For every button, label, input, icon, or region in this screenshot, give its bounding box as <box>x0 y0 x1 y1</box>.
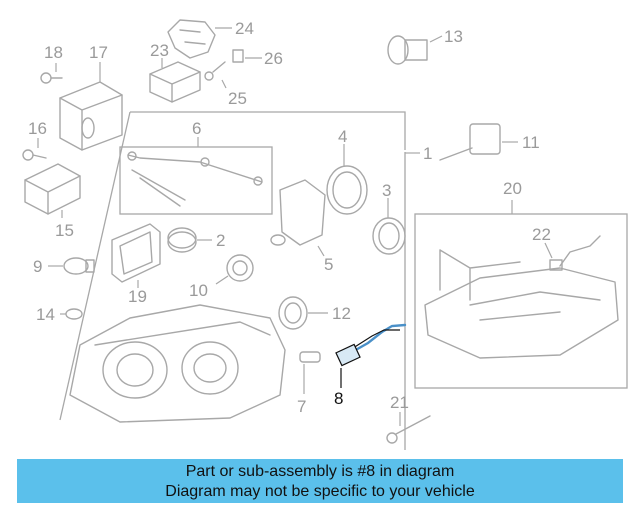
callout-7: 7 <box>297 397 306 416</box>
part-14-grommet <box>60 308 83 320</box>
callout-6: 6 <box>192 119 201 138</box>
subassembly-frame-6 <box>119 146 273 215</box>
part-9-bulb <box>48 257 95 275</box>
part-17-control-unit <box>59 62 123 151</box>
callout-8: 8 <box>334 389 343 408</box>
part-13-bulb <box>387 35 443 65</box>
part-21-bolt <box>386 412 431 444</box>
banner-line-2: Diagram may not be specific to your vehi… <box>165 483 475 500</box>
callout-11: 11 <box>522 133 540 152</box>
callout-21: 21 <box>390 393 409 412</box>
part-18-bolt <box>40 63 63 84</box>
callout-15: 15 <box>55 221 74 240</box>
part-11-bulb <box>439 123 518 161</box>
part-19-cover <box>111 223 161 288</box>
part-4-ring <box>326 144 368 215</box>
part-25-screw <box>204 61 227 89</box>
callout-5: 5 <box>324 255 333 274</box>
callout-20: 20 <box>503 179 522 198</box>
part-16-bolt <box>22 138 47 161</box>
part-24-bracket <box>167 19 232 59</box>
info-banner: Part or sub-assembly is #8 in diagram Di… <box>17 459 623 503</box>
callout-3: 3 <box>382 181 391 200</box>
part-15-ballast <box>24 163 81 218</box>
part-26-clip <box>232 49 262 63</box>
callout-9: 9 <box>33 257 42 276</box>
callout-18: 18 <box>44 43 63 62</box>
callout-26: 26 <box>264 49 283 68</box>
banner-line-1: Part or sub-assembly is #8 in diagram <box>185 463 455 480</box>
part-23-module <box>149 58 201 103</box>
callout-12: 12 <box>332 304 351 323</box>
part-8-wiring-harness <box>335 323 407 388</box>
callout-4: 4 <box>338 127 347 146</box>
callout-14: 14 <box>36 305 55 324</box>
callout-10: 10 <box>189 281 208 300</box>
part-2-cap <box>167 227 212 253</box>
part-6-linkage <box>127 151 263 207</box>
part-10-socket <box>215 254 254 285</box>
part-7-bulb <box>299 351 321 394</box>
callout-25: 25 <box>228 89 247 108</box>
callout-17: 17 <box>89 43 108 62</box>
subassembly-frame-20 <box>414 213 628 389</box>
callout-16: 16 <box>28 119 47 138</box>
part-3-ring <box>372 198 406 255</box>
callout-22: 22 <box>532 225 551 244</box>
part-12-socket <box>278 296 328 330</box>
callout-1: 1 <box>423 144 432 163</box>
part-20-tray <box>424 249 619 359</box>
headlamp-housing <box>69 304 286 423</box>
parts-diagram: 1 2 3 4 5 6 7 8 9 10 11 12 13 14 15 16 1… <box>22 19 628 450</box>
part-22-connector <box>544 235 601 271</box>
part-5-motor <box>270 179 326 257</box>
callout-2: 2 <box>216 231 225 250</box>
callout-24: 24 <box>235 19 254 38</box>
callout-23: 23 <box>150 41 169 60</box>
callout-19: 19 <box>128 287 147 306</box>
callout-13: 13 <box>444 27 463 46</box>
